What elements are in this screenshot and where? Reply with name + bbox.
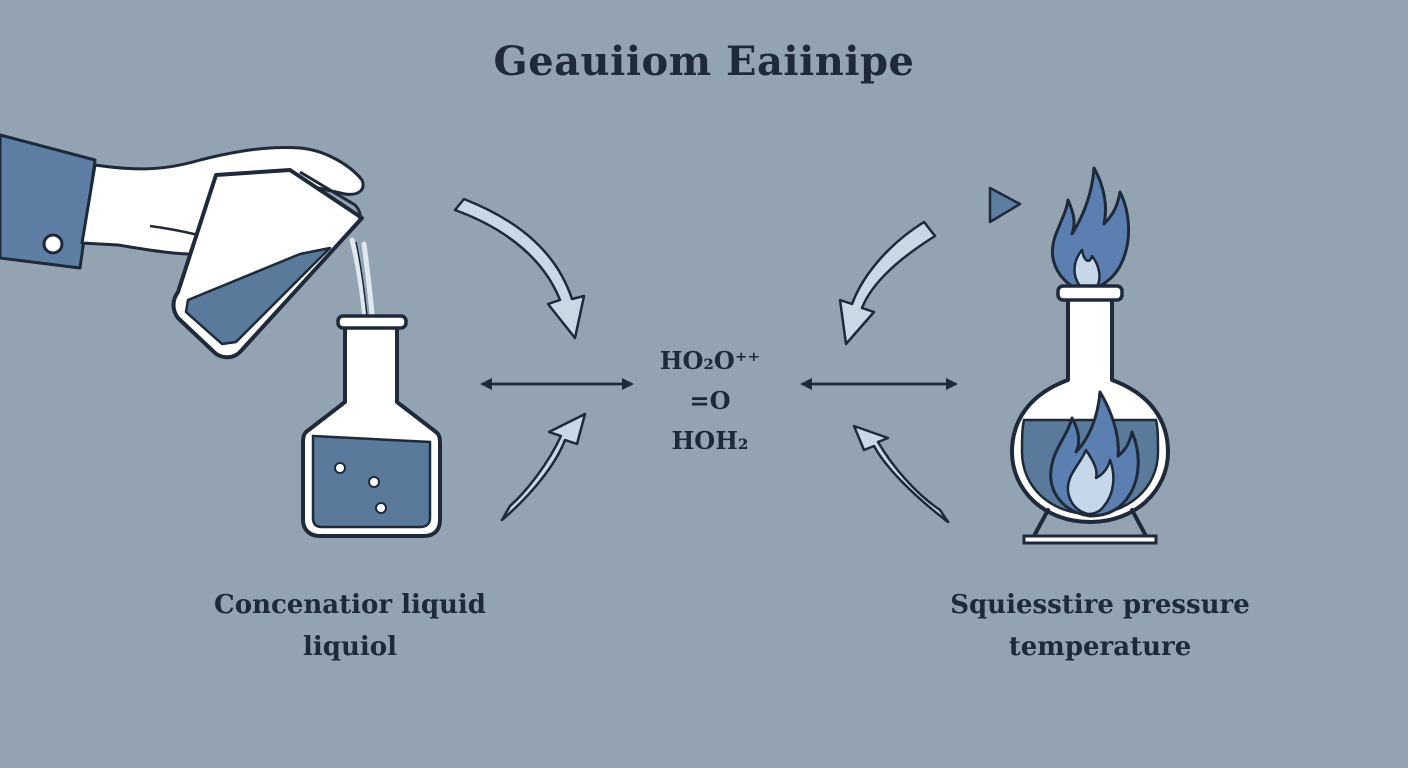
flask-stand: [1032, 508, 1148, 538]
heated-flask-illustration: [1010, 166, 1170, 545]
formula-line-2: =O: [689, 386, 731, 415]
formula-line-3: HOH₂: [671, 426, 749, 455]
diagram-title: Geauiiom Eaiinipe: [493, 38, 915, 85]
curved-arrow-bottom-left: [500, 412, 587, 522]
curved-arrow-bottom-right: [852, 424, 950, 524]
beaker-liquid: [184, 246, 332, 346]
right-caption-line-2: temperature: [1008, 632, 1192, 662]
left-caption: Concenatior liquid liquiol: [180, 584, 520, 668]
left-caption-line-1: Concenatior liquid: [214, 590, 486, 620]
curved-arrow-top-left: [453, 197, 586, 340]
sleeve: [0, 133, 97, 270]
right-caption-line-1: Squiesstire pressure: [950, 590, 1250, 620]
receiving-flask: [301, 314, 442, 538]
play-triangle-icon: [988, 186, 1022, 224]
right-caption: Squiesstire pressure temperature: [920, 584, 1280, 668]
left-caption-line-2: liquiol: [303, 632, 397, 662]
formula-line-1: HO₂O⁺⁺: [659, 346, 761, 375]
cufflink: [42, 233, 64, 255]
pouring-hand-illustration: [0, 133, 442, 538]
curved-arrow-top-right: [838, 220, 937, 346]
flame-icon-top: [1051, 166, 1131, 292]
